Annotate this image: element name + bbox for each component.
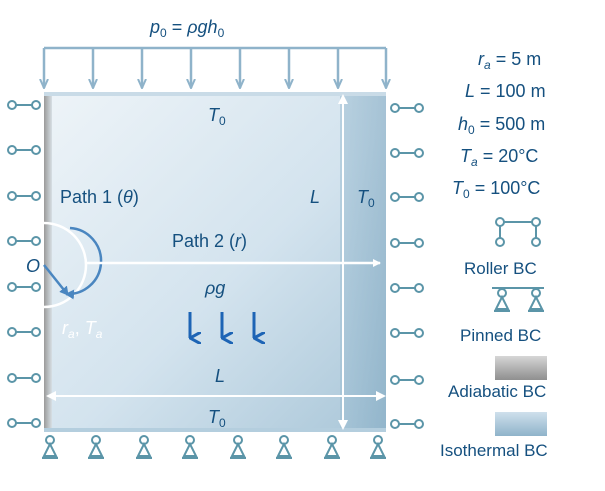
rho-g-label: ρg [204, 278, 225, 298]
param-ra: ra = 5 m [478, 49, 541, 72]
roller-support [7, 327, 41, 337]
bottom-isothermal-band [44, 428, 386, 432]
roller-support [7, 418, 41, 428]
t0-right-label: T0 [357, 187, 375, 210]
path1-label: Path 1 (θ) [60, 187, 139, 207]
top-load: p0 = ρgh0 [44, 17, 386, 88]
radius-arrow [43, 264, 69, 296]
roller-support [390, 148, 424, 158]
left-roller-supports [7, 100, 41, 428]
legend-roller: Roller BC [464, 259, 537, 278]
roller-support [390, 103, 424, 113]
roller-support [7, 282, 41, 292]
left-adiabatic-band [44, 92, 52, 432]
right-roller-supports [390, 103, 424, 429]
param-h0: h0 = 500 m [458, 114, 545, 137]
l-horizontal-label: L [215, 366, 225, 386]
gravity-arrows [188, 312, 254, 338]
roller-support [390, 328, 424, 338]
l-vertical-label: L [310, 187, 320, 207]
legend-isothermal: Isothermal BC [440, 441, 548, 460]
top-isothermal-band [44, 92, 386, 96]
path2-label: Path 2 (r) [172, 231, 247, 251]
t0-bottom-label: T0 [208, 407, 226, 430]
roller-support [7, 145, 41, 155]
param-ta: Ta = 20°C [460, 146, 538, 169]
top-load-label: p0 = ρgh0 [149, 17, 225, 40]
pinned-bc-symbol [492, 287, 544, 312]
ra-ta-label: ra, Ta [62, 318, 103, 341]
pinned-support [230, 435, 246, 459]
pinned-support [136, 435, 152, 459]
pinned-support [324, 435, 340, 459]
legend: Roller BC Pinned BC Adiabatic BC Isother… [440, 217, 548, 460]
param-t0: T0 = 100°C [452, 178, 540, 201]
pinned-support [88, 435, 104, 459]
parameters: ra = 5 m L = 100 m h0 = 500 m Ta = 20°C … [452, 49, 546, 201]
roller-support [390, 283, 424, 293]
roller-support [390, 375, 424, 385]
roller-support [7, 236, 41, 246]
cavity-arc [43, 221, 88, 309]
roller-support [7, 100, 41, 110]
pinned-support [276, 435, 292, 459]
horizontal-l-dimension [46, 391, 386, 401]
t0-top-label: T0 [208, 105, 226, 128]
param-l: L = 100 m [465, 81, 546, 101]
pinned-support [42, 435, 58, 459]
adiabatic-bc-swatch [495, 356, 547, 380]
bottom-pinned-supports [42, 435, 386, 459]
roller-support [7, 191, 41, 201]
roller-support [390, 192, 424, 202]
roller-bc-symbol [495, 217, 541, 247]
roller-support [390, 419, 424, 429]
vertical-l-dimension [338, 94, 348, 430]
legend-pinned: Pinned BC [460, 326, 541, 345]
pinned-support [370, 435, 386, 459]
origin-label: O [26, 256, 40, 276]
roller-support [390, 238, 424, 248]
load-arrows [44, 48, 386, 88]
legend-adiabatic: Adiabatic BC [448, 382, 546, 401]
pinned-support [182, 435, 198, 459]
isothermal-bc-swatch [495, 412, 547, 436]
roller-support [7, 373, 41, 383]
